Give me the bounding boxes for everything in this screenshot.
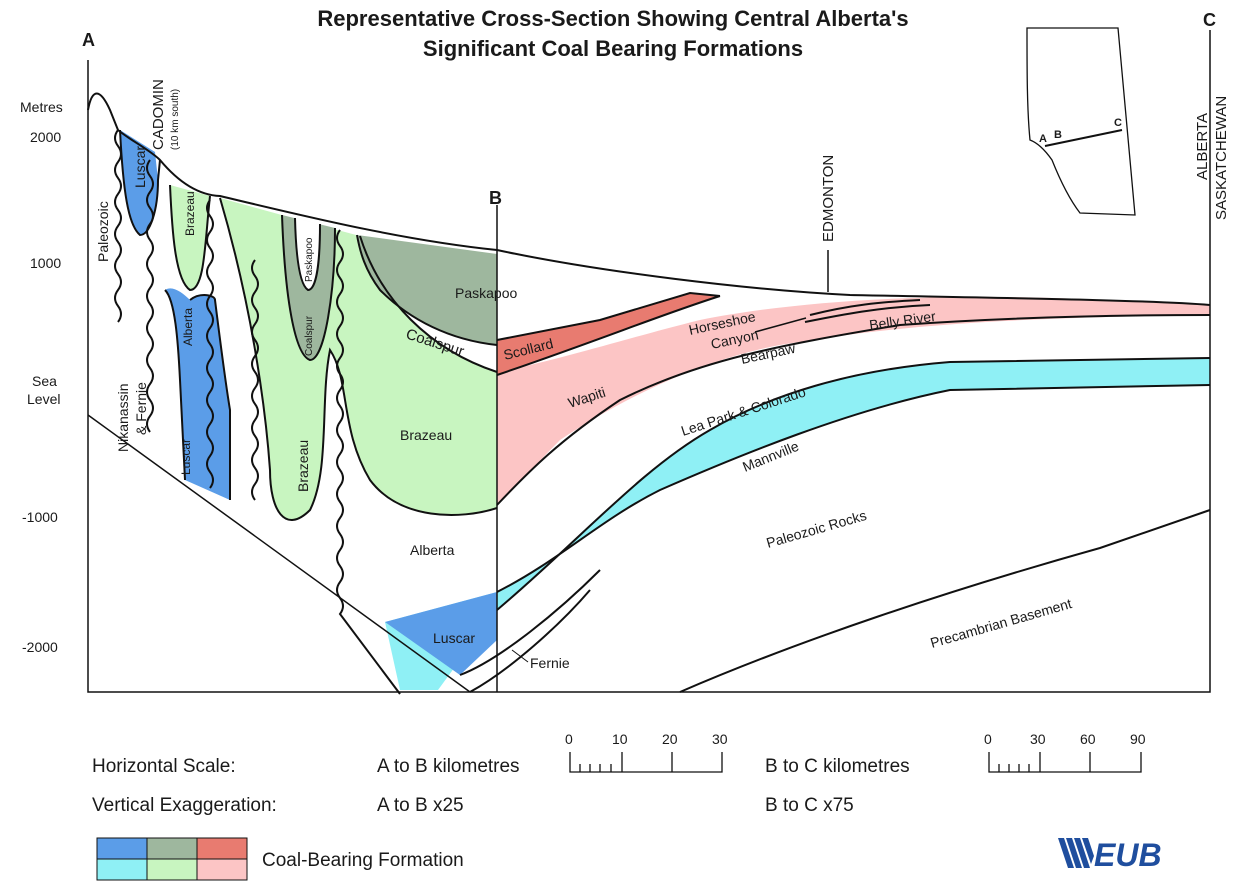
label-paskapoo: Paskapoo bbox=[455, 285, 517, 301]
bc-tick-60: 60 bbox=[1080, 731, 1096, 747]
formation-fills bbox=[120, 130, 1210, 690]
wapiti-belly-river bbox=[497, 296, 1210, 505]
label-alberta: Alberta bbox=[410, 542, 455, 558]
ab-tick-20: 20 bbox=[662, 731, 678, 747]
label-nikanassin: Nikanassin bbox=[115, 384, 131, 452]
label-brazeau-basin: Brazeau bbox=[400, 427, 452, 443]
tick-2000: 2000 bbox=[30, 129, 61, 145]
label-paskapoo-narrow: Paskapoo bbox=[304, 237, 315, 282]
bc-tick-30: 30 bbox=[1030, 731, 1046, 747]
legend-swatch-green-light bbox=[146, 858, 198, 881]
bc-scale-bar bbox=[988, 752, 1142, 773]
ab-tick-30: 30 bbox=[712, 731, 728, 747]
label-paleozoic-rocks: Paleozoic Rocks bbox=[764, 507, 868, 551]
alberta-label: ALBERTA bbox=[1194, 113, 1211, 180]
ab-scale-bar bbox=[569, 752, 723, 773]
coalspur-band bbox=[357, 235, 497, 345]
inset-map: A B C bbox=[1026, 27, 1136, 216]
legend-swatch-red-dark bbox=[196, 837, 248, 860]
scale-section: Horizontal Scale: Vertical Exaggeration:… bbox=[92, 731, 1146, 816]
cadomin-label: CADOMIN bbox=[150, 79, 167, 150]
label-luscar-upper: Luscar bbox=[132, 146, 148, 188]
label-and-fernie: & Fernie bbox=[133, 382, 149, 435]
luscar-upper bbox=[120, 130, 158, 235]
tick-1000: 1000 bbox=[30, 255, 61, 271]
title-line-2: Significant Coal Bearing Formations bbox=[423, 36, 803, 61]
legend-swatch-green-dark bbox=[146, 837, 198, 860]
label-luscar-column: Luscar bbox=[179, 439, 193, 475]
inset-c: C bbox=[1114, 117, 1122, 129]
cadomin-note: (10 km south) bbox=[170, 89, 181, 150]
label-precambrian: Precambrian Basement bbox=[928, 595, 1073, 651]
luscar-lower bbox=[385, 592, 497, 675]
legend: Coal-Bearing Formation bbox=[96, 837, 464, 881]
title-line-1: Representative Cross-Section Showing Cen… bbox=[317, 6, 908, 31]
paskapoo-core bbox=[295, 218, 320, 290]
diagram-frame bbox=[87, 30, 1211, 693]
point-c-label: C bbox=[1203, 10, 1216, 30]
saskatchewan-label: SASKATCHEWAN bbox=[1213, 96, 1230, 220]
legend-label: Coal-Bearing Formation bbox=[262, 850, 464, 871]
bc-tick-90: 90 bbox=[1130, 731, 1146, 747]
legend-swatch-blue-dark bbox=[96, 837, 148, 860]
vertical-exaggeration-label: Vertical Exaggeration: bbox=[92, 795, 277, 816]
tick-minus-2000: -2000 bbox=[22, 639, 58, 655]
bc-km-label: B to C kilometres bbox=[765, 756, 910, 777]
alberta-outline bbox=[1026, 27, 1136, 216]
tick-minus-1000: -1000 bbox=[22, 509, 58, 525]
brazeau-upper bbox=[170, 185, 210, 290]
ab-tick-10: 10 bbox=[612, 731, 628, 747]
place-labels: CADOMIN (10 km south) EDMONTON ALBERTA S… bbox=[150, 79, 1230, 242]
label-fernie: Fernie bbox=[530, 655, 570, 671]
label-paleozoic: Paleozoic bbox=[95, 201, 111, 262]
inset-a: A bbox=[1039, 133, 1047, 145]
bc-exaggeration: B to C x75 bbox=[765, 795, 854, 816]
inset-b: B bbox=[1054, 129, 1062, 141]
label-brazeau-upper: Brazeau bbox=[183, 191, 197, 236]
edmonton-label: EDMONTON bbox=[820, 155, 837, 242]
fernie-leader bbox=[511, 649, 529, 663]
point-b-label: B bbox=[489, 188, 502, 208]
label-luscar-lower: Luscar bbox=[433, 630, 475, 646]
ab-km-label: A to B kilometres bbox=[377, 756, 520, 777]
legend-swatch-red-light bbox=[196, 858, 248, 881]
vertical-axis: Metres 2000 1000 Sea Level -1000 -2000 bbox=[20, 99, 63, 655]
eub-logo: EUB bbox=[1058, 837, 1162, 873]
sea-level-line1: Sea bbox=[32, 373, 57, 389]
sea-level-line2: Level bbox=[27, 391, 60, 407]
thrust-faults bbox=[114, 129, 401, 695]
ab-exaggeration: A to B x25 bbox=[377, 795, 464, 816]
ab-tick-0: 0 bbox=[565, 731, 573, 747]
axis-unit: Metres bbox=[20, 99, 63, 115]
mannville-band bbox=[385, 358, 1210, 690]
label-alberta-column: Alberta bbox=[181, 308, 195, 346]
horizontal-scale-label: Horizontal Scale: bbox=[92, 756, 236, 777]
legend-swatch-blue-light bbox=[96, 858, 148, 881]
point-a-label: A bbox=[82, 30, 95, 50]
formation-outlines bbox=[87, 92, 1211, 693]
label-coalspur-narrow: Coalspur bbox=[304, 315, 315, 356]
bc-tick-0: 0 bbox=[984, 731, 992, 747]
label-brazeau-column: Brazeau bbox=[295, 440, 311, 492]
eub-logo-mark bbox=[1058, 838, 1094, 868]
ground-surface bbox=[87, 92, 1211, 306]
eub-logo-text: EUB bbox=[1094, 837, 1162, 873]
inset-section-line bbox=[1044, 129, 1123, 147]
